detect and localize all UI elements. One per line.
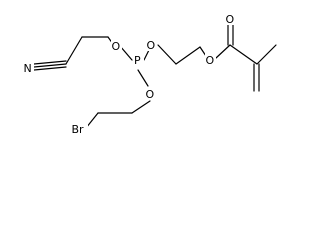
bond-c-methyl <box>256 44 277 65</box>
atom-n: N <box>24 62 32 75</box>
atom-br: Br <box>72 123 85 136</box>
bond-o4-c-ester <box>215 44 231 59</box>
molecule-structure: O P O O O O N Br <box>23 12 277 136</box>
bond-triple-cn-3 <box>33 66 67 71</box>
bond-c-c-alpha <box>229 44 258 65</box>
bond-lines <box>33 24 277 129</box>
bond-c-c-cyano <box>65 36 83 65</box>
atom-o-carbonyl: O <box>226 13 235 26</box>
bond-triple-cn-1 <box>33 60 67 65</box>
atom-o3: O <box>146 88 155 101</box>
bond-o2-c <box>157 44 177 65</box>
bond-triple-cn-2 <box>33 63 67 68</box>
atom-o1: O <box>112 40 121 53</box>
bond-o3-c <box>131 100 151 114</box>
atom-labels: O P O O O O N Br <box>23 12 236 136</box>
bond-p-o2 <box>143 49 150 61</box>
atom-o2: O <box>147 39 156 52</box>
bond-p-o3 <box>137 69 149 87</box>
bond-c-c-linker <box>175 46 201 65</box>
atom-p: P <box>134 54 141 67</box>
atom-o4: O <box>206 54 215 67</box>
